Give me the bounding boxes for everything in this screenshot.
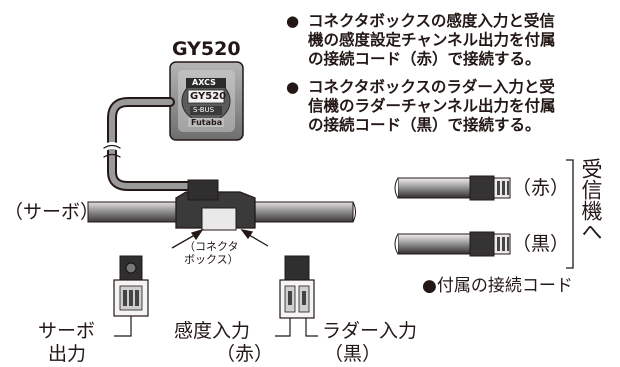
gyro-badge-top: AXCS — [192, 78, 216, 87]
rudder-input-label-line2: （黒） — [324, 343, 382, 365]
note-line: の接続コード（赤）で接続する。 — [308, 50, 541, 68]
note-bullet: ● — [286, 78, 300, 96]
connector-box-body — [175, 179, 256, 231]
note-line: 信機のラダーチャンネル出力を付属 — [308, 97, 556, 115]
note-line: の接続コード（黒）で接続する。 — [308, 116, 541, 134]
servo-harness — [87, 201, 356, 223]
servo-output-connector — [113, 255, 149, 337]
connector-box-arrows — [171, 228, 269, 249]
gyro-badge-sub: S-BUS — [193, 106, 215, 114]
note-line: コネクタボックスの感度入力と受信 — [308, 12, 555, 30]
receiver-label: 受信機へ — [579, 158, 603, 242]
servo-cable-label: （サーボ） — [4, 201, 100, 223]
input-connectors — [275, 255, 318, 337]
rudder-input-label-line1: ラダー入力 — [322, 320, 418, 342]
cord-red-label: （赤） — [512, 177, 570, 199]
accessory-cord-red — [394, 175, 511, 201]
note-line: 機の感度設定チャンネル出力を付属 — [308, 31, 556, 49]
gyro-model-title: GY520 — [172, 38, 241, 60]
note-gain-connection: ● コネクタボックスの感度入力と受信 機の感度設定チャンネル出力を付属 の接続コ… — [286, 12, 556, 69]
gyro-badge-model: GY520 — [190, 91, 227, 102]
servo-output-label-line1: サーボ — [38, 320, 96, 342]
gyro-badge-brand: Futaba — [191, 118, 223, 127]
connector-box-label-line2: ボックス） — [184, 253, 239, 266]
gyro-sensor — [169, 61, 244, 141]
connector-box-label-line1: （コネクタ — [184, 240, 239, 253]
servo-output-label-line2: 出力 — [48, 343, 87, 365]
accessory-cord-black — [394, 231, 511, 257]
cord-caption: ●付属の接続コード — [422, 276, 573, 296]
gain-input-label-line2: （赤） — [216, 343, 274, 365]
note-line: コネクタボックスのラダー入力と受 — [308, 78, 555, 96]
note-rudder-connection: ● コネクタボックスのラダー入力と受 信機のラダーチャンネル出力を付属 の接続コ… — [286, 78, 556, 135]
receiver-bracket — [566, 159, 574, 269]
cord-black-label: （黒） — [512, 233, 570, 255]
gain-input-label-line1: 感度入力 — [174, 320, 251, 342]
gyro-cable — [100, 97, 195, 191]
note-bullet: ● — [286, 12, 300, 30]
